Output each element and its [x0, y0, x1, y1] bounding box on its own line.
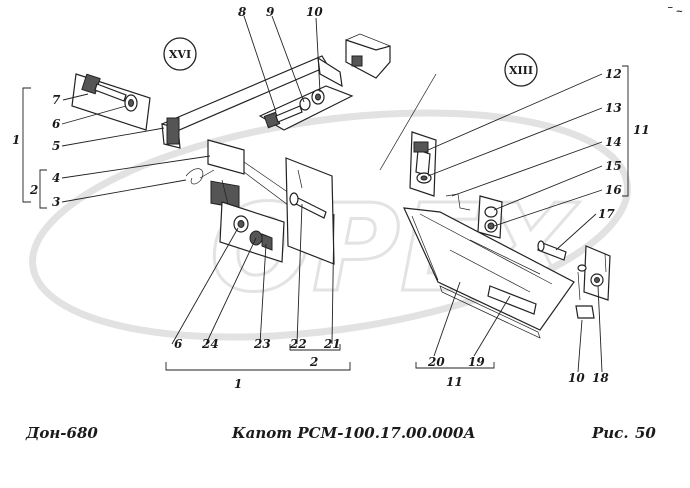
label-10-right: 10 [568, 371, 585, 385]
bolt-8-assembly [258, 85, 354, 131]
label-1-bottom: 1 [234, 377, 242, 391]
hood-panel [403, 207, 575, 339]
label-13: 13 [605, 101, 622, 115]
bolt-12-card [409, 131, 437, 197]
washer-card-15-16 [477, 195, 503, 239]
pin-17 [537, 240, 567, 261]
block-part [345, 33, 391, 79]
label-12: 12 [605, 67, 622, 81]
label-1-left: 1 [12, 133, 20, 147]
label-2-left: 2 [29, 183, 38, 197]
bracket-5 [161, 55, 343, 149]
view-xiii-label: XIII [509, 64, 533, 77]
corner-mark: ‾ ~ [668, 7, 683, 17]
label-14: 14 [605, 135, 622, 149]
label-18: 18 [592, 371, 609, 385]
view-xiii-marker: XIII [504, 53, 538, 87]
bracket-lines [22, 65, 629, 371]
label-3: 3 [52, 195, 60, 209]
label-19: 19 [468, 355, 485, 369]
label-17: 17 [598, 207, 615, 221]
label-21: 21 [323, 337, 341, 351]
label-4: 4 [52, 171, 60, 185]
label-9: 9 [266, 5, 275, 19]
view-xvi-label: XVI [169, 48, 191, 61]
pin-10-right [575, 264, 595, 319]
label-8: 8 [238, 5, 247, 19]
label-11-bottom: 11 [446, 375, 463, 389]
washer-card-18 [583, 245, 611, 301]
label-22: 22 [289, 337, 307, 351]
label-2-bottom: 2 [309, 355, 318, 369]
footer-model: Дон-680 [25, 424, 98, 442]
label-15: 15 [605, 159, 622, 173]
footer-fig-number: 50 [635, 424, 656, 442]
label-10: 10 [306, 5, 323, 19]
label-5: 5 [52, 139, 60, 153]
label-6: 6 [52, 117, 61, 131]
footer: Дон-680 Капот РСМ-100.17.00.000А Рис. 50 [25, 424, 656, 442]
pin-22-card [285, 157, 335, 265]
clip-3 [185, 168, 215, 185]
footer-title: Капот РСМ-100.17.00.000А [231, 424, 476, 442]
washer-card [219, 179, 285, 263]
label-24: 24 [201, 337, 219, 351]
bolt-7-assembly [71, 73, 151, 131]
label-11-right: 11 [633, 123, 650, 137]
leader-lines [61, 15, 603, 373]
label-16: 16 [605, 183, 622, 197]
wire-14 [445, 193, 471, 211]
label-7: 7 [52, 93, 61, 107]
divider-line [379, 73, 437, 171]
part-labels: 7 6 5 4 3 1 2 8 9 10 12 13 14 15 16 17 1… [12, 5, 650, 391]
label-6-bottom: 6 [174, 337, 183, 351]
label-23: 23 [253, 337, 271, 351]
label-20: 20 [427, 355, 445, 369]
view-xvi-marker: XVI [163, 37, 197, 71]
footer-fig-label: Рис. [591, 424, 629, 442]
